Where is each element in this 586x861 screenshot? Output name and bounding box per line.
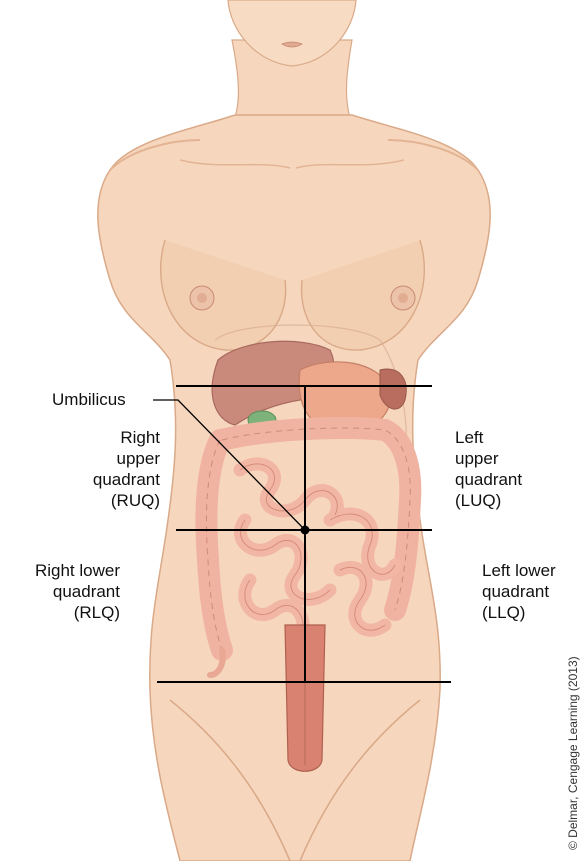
umbilicus-dot xyxy=(301,526,310,535)
rlq-label: Right lower quadrant (RLQ) xyxy=(8,560,120,623)
ruq-label: Right upper quadrant (RUQ) xyxy=(88,427,160,511)
copyright-credit: © Delmar, Cengage Learning (2013) xyxy=(566,656,580,850)
umbilicus-label: Umbilicus xyxy=(52,389,126,410)
llq-label: Left lower quadrant (LLQ) xyxy=(482,560,556,623)
luq-label: Left upper quadrant (LUQ) xyxy=(455,427,522,511)
